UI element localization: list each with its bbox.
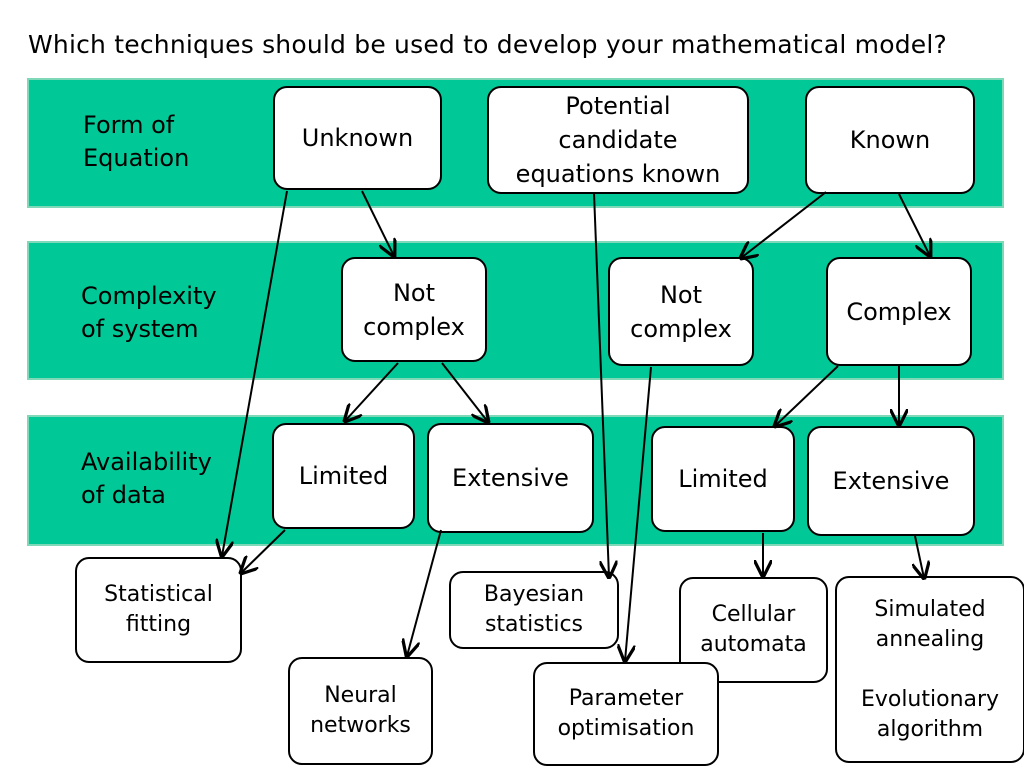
row-label-complexity-of-system: Complexity of system [81, 282, 217, 343]
node-extensive-left: Extensive [427, 423, 594, 533]
node-not-complex-right: Not complex [608, 257, 754, 366]
node-not-complex-left: Not complex [341, 257, 487, 362]
node-extensive-right: Extensive [807, 426, 975, 536]
technique-bayesian-statistics: Bayesian statistics [449, 571, 619, 649]
node-known: Known [805, 86, 975, 194]
node-limited-right: Limited [651, 426, 795, 532]
node-limited-left: Limited [272, 423, 415, 529]
technique-statistical-fitting: Statistical fitting [75, 557, 242, 663]
node-unknown: Unknown [273, 86, 442, 190]
technique-simulated-annealing-evolutionary-algorithm: Simulated annealing Evolutionary algorit… [835, 576, 1024, 763]
node-potential-candidate-equations-known: Potential candidate equations known [487, 86, 749, 194]
row-label-availability-of-data: Availability of data [81, 448, 212, 509]
row-label-form-of-equation: Form of Equation [83, 111, 190, 172]
node-complex: Complex [826, 257, 972, 366]
technique-parameter-optimisation: Parameter optimisation [533, 662, 719, 766]
arrow-extensive-to-neural-networks [407, 529, 442, 656]
technique-neural-networks: Neural networks [288, 657, 433, 765]
diagram-title: Which techniques should be used to devel… [28, 30, 947, 59]
